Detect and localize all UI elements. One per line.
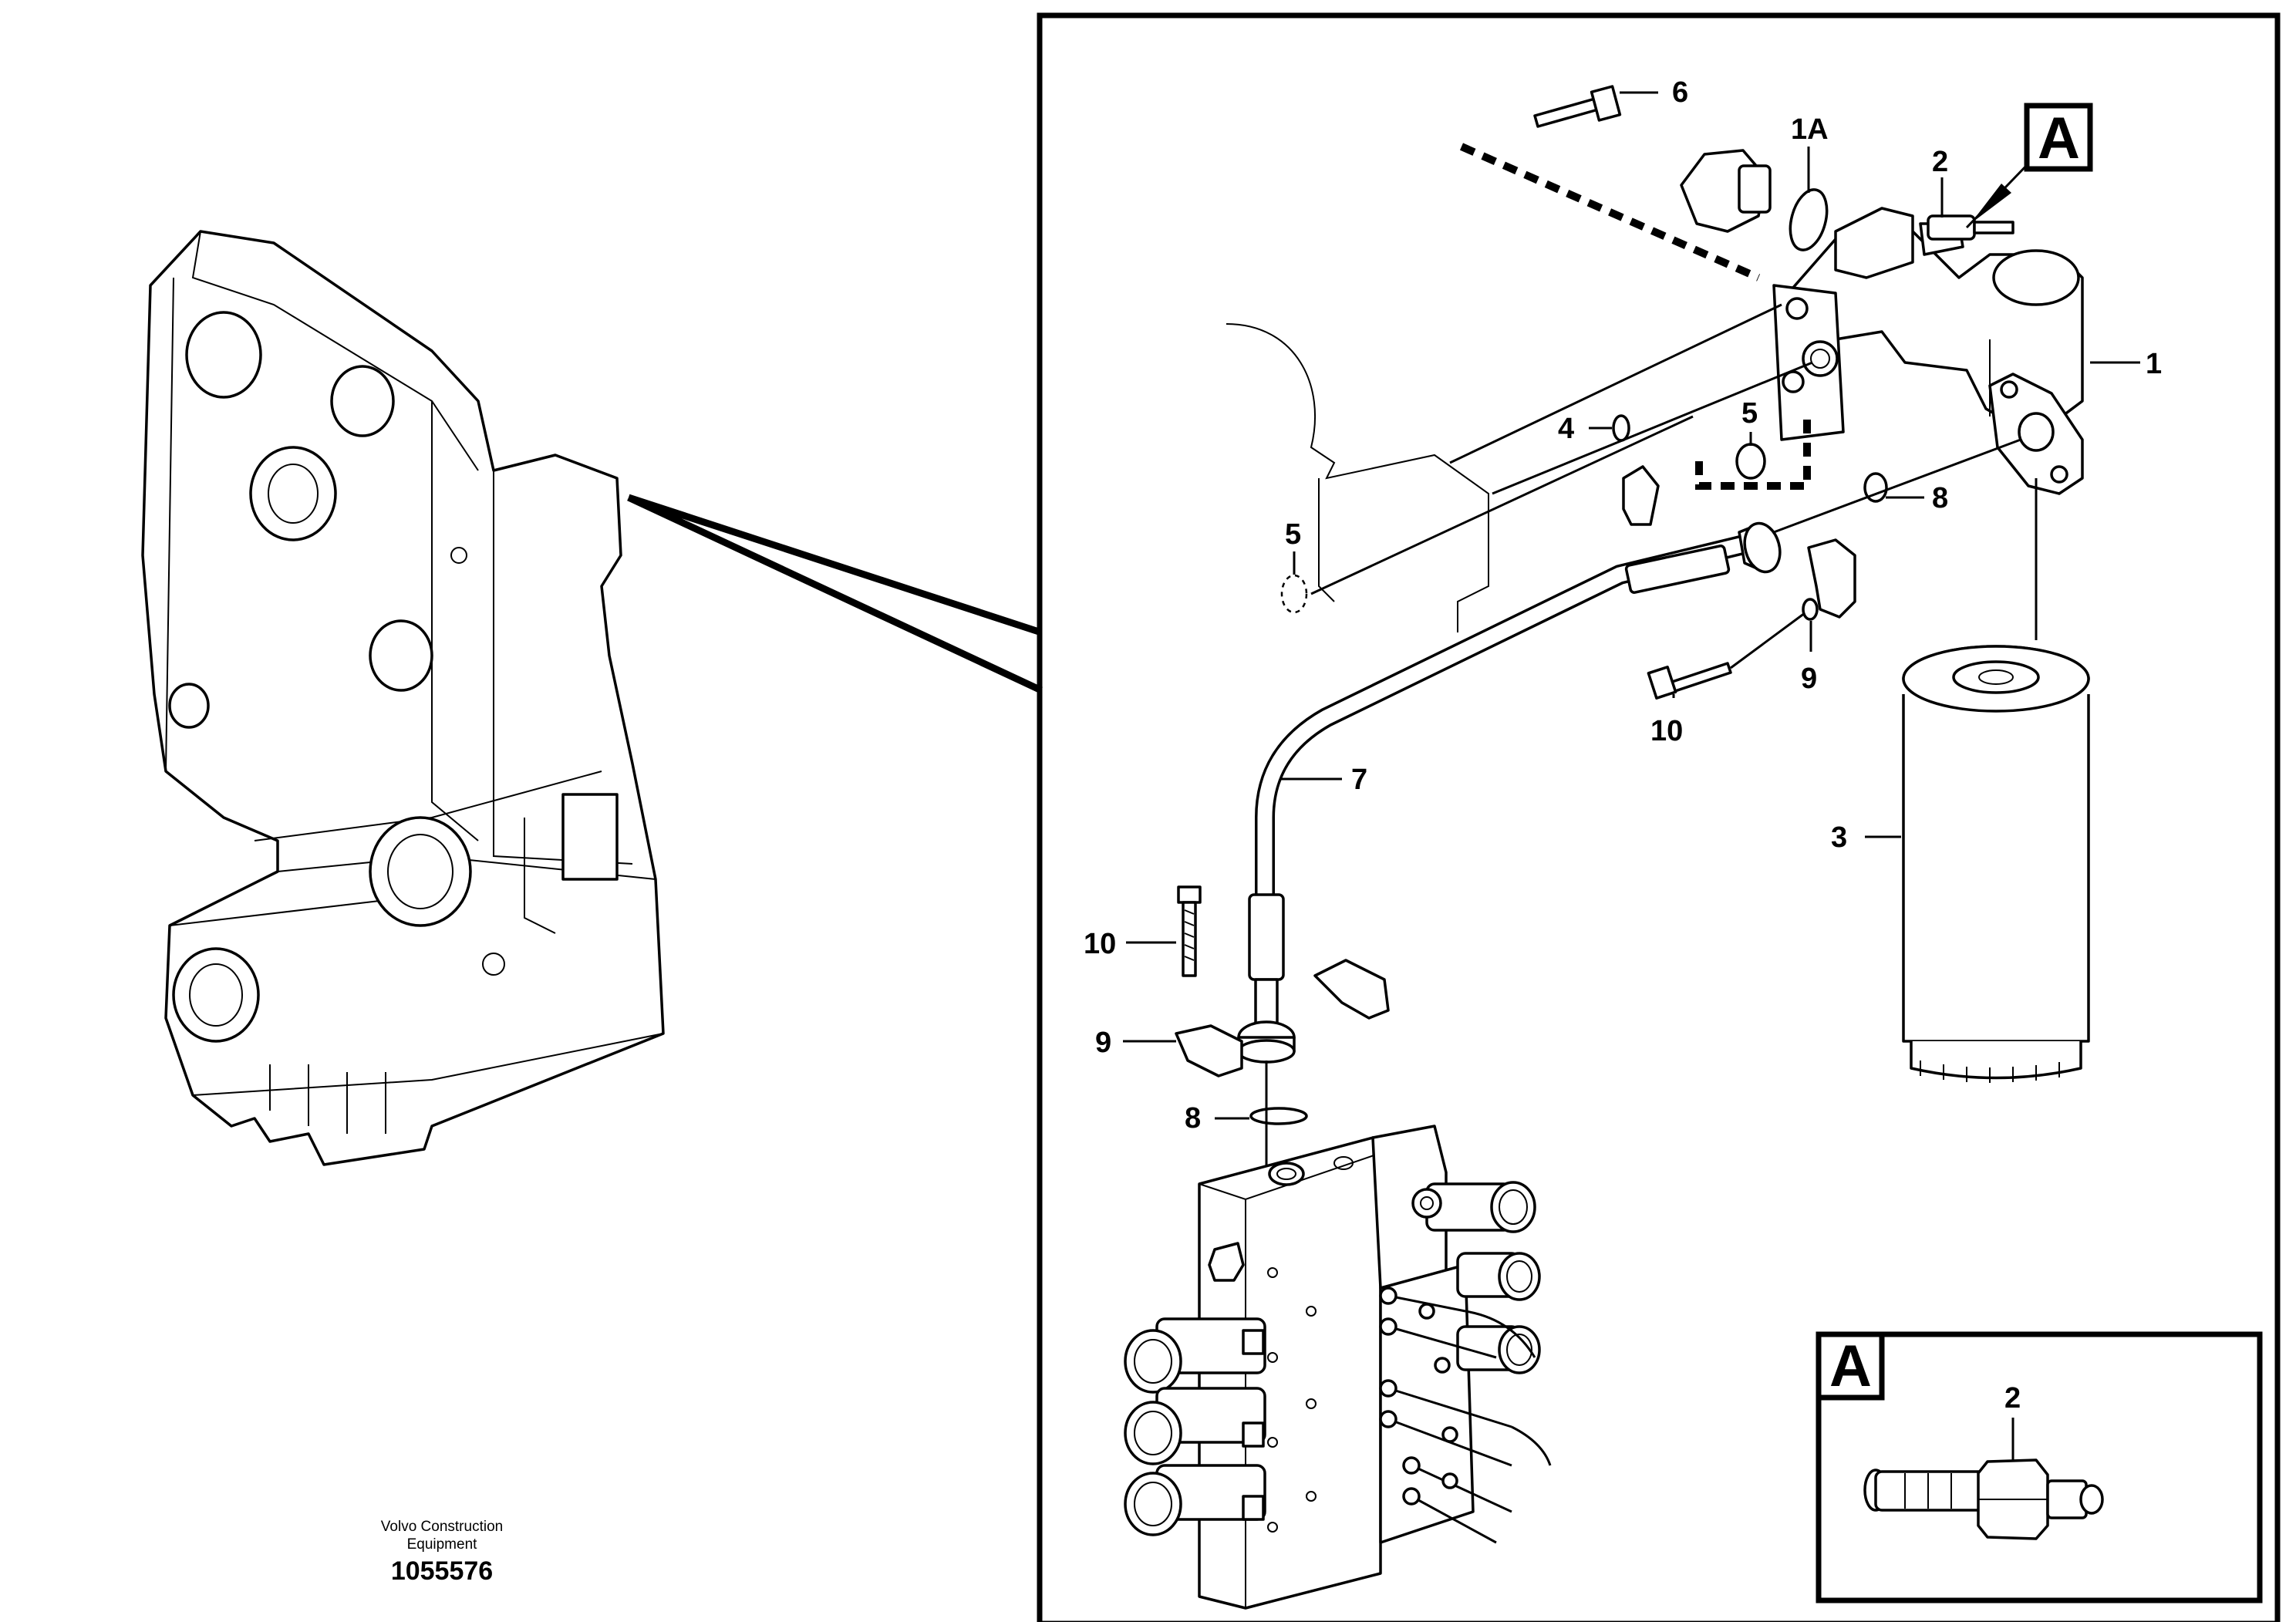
zoom-leader [627, 494, 1043, 694]
callout-9-lower: 9 [1095, 1027, 1111, 1059]
oring-8-top [1863, 472, 1888, 503]
callout-6: 6 [1672, 76, 1688, 109]
housing-outline [1226, 323, 1489, 632]
control-valve-block [1124, 1125, 1552, 1610]
leader-lines [1123, 91, 2140, 1120]
oring-4 [1612, 414, 1630, 442]
callout-9-upper: 9 [1801, 663, 1817, 695]
bolt-6-axis [1459, 143, 1761, 282]
callout-10-lower: 10 [1084, 928, 1116, 960]
oring-5-hidden [1280, 574, 1308, 614]
bolt-10-upper [1647, 598, 1819, 700]
callout-5-right: 5 [1741, 397, 1758, 430]
axis-lines [1310, 303, 1813, 595]
sensor-2 [1927, 214, 2014, 241]
detail-marker-A: A [1965, 103, 2093, 229]
bolt-10-lower [1177, 885, 1202, 977]
bolt-6 [1533, 85, 1622, 128]
clamp-9-lower-right [1313, 959, 1390, 1020]
detail-frame [1037, 12, 2281, 1622]
footer-drawing-number: 1055576 [391, 1556, 493, 1586]
footer-company-line2: Equipment [407, 1536, 478, 1553]
transmission-housing [141, 230, 665, 1166]
plug-1A [1680, 149, 1829, 251]
callout-10-upper: 10 [1650, 715, 1683, 747]
clamp-9-lower-left [1175, 1024, 1243, 1077]
inset-callout-2: 2 [2004, 1382, 2021, 1415]
detail-marker-label: A [2038, 106, 2080, 171]
footer: Volvo Construction Equipment 1055576 [381, 1519, 503, 1586]
inset-marker-label: A [1829, 1334, 1872, 1399]
callout-1A: 1A [1791, 113, 1829, 146]
oil-filter-3 [1902, 645, 2090, 1083]
callout-8-upper: 8 [1932, 482, 1948, 514]
clamp-9-upper-left [1622, 465, 1660, 526]
filter-flange [1988, 373, 2084, 495]
callout-4: 4 [1558, 413, 1574, 445]
inset-detail-A: A 2 [1816, 1331, 2263, 1603]
pipe-7 [1237, 521, 1782, 1064]
clamp-9-upper-right [1807, 538, 1856, 619]
oring-8-lower [1249, 1107, 1308, 1125]
callout-1: 1 [2146, 348, 2162, 380]
callout-3: 3 [1831, 821, 1847, 854]
callout-7: 7 [1351, 764, 1367, 796]
sensor-2-detail [1863, 1458, 2104, 1540]
callout-8-lower: 8 [1185, 1102, 1201, 1135]
callout-5-left: 5 [1285, 518, 1301, 551]
oring-5-outline [1695, 413, 1811, 490]
footer-company-line1: Volvo Construction [381, 1519, 503, 1535]
callout-2: 2 [1932, 146, 1948, 178]
oring-5 [1735, 443, 1766, 480]
